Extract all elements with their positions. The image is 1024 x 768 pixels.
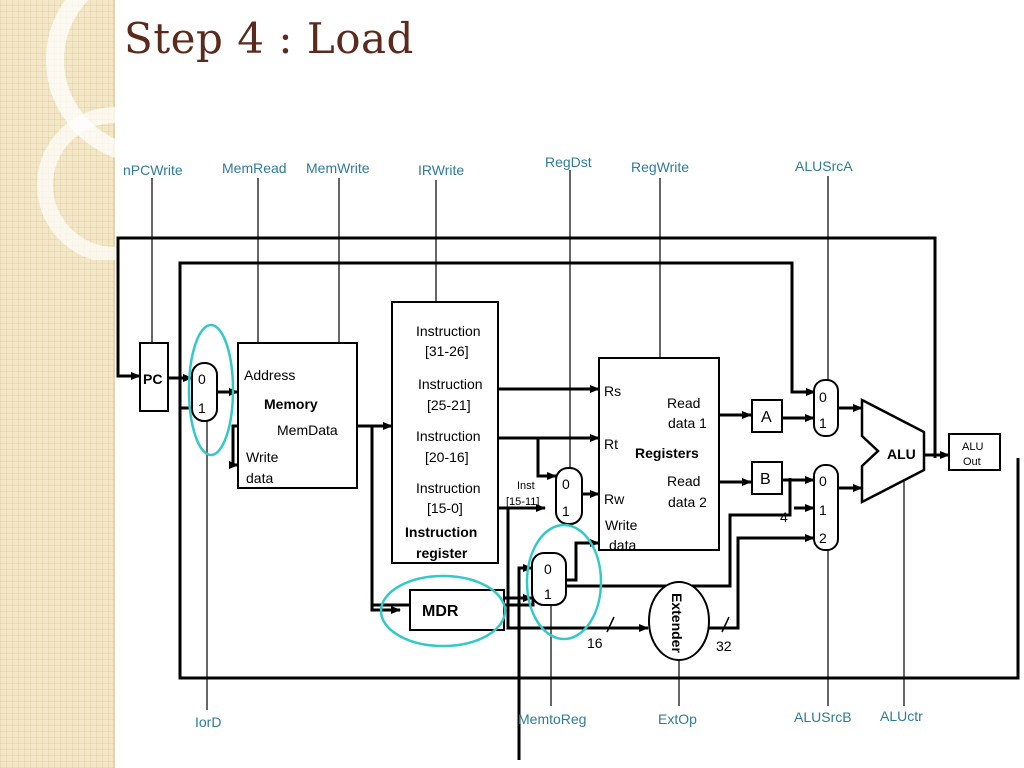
- memtoreg-mux-1: 1: [544, 586, 552, 602]
- memtoreg-mux-0: 0: [544, 561, 552, 577]
- memory-name-label: Memory: [264, 396, 318, 412]
- register-file: [598, 357, 720, 551]
- ir-field-3-bits: [20-16]: [425, 449, 469, 465]
- regdst-mux-1: 1: [562, 503, 570, 519]
- ir-name-line1: Instruction: [405, 524, 477, 540]
- alusrcb-mux-0: 0: [819, 473, 827, 489]
- reg-read-1-label: Read: [667, 395, 700, 411]
- alu-out-register: [948, 433, 1001, 471]
- reg-rw-label: Rw: [604, 491, 625, 507]
- reg-read-2-label: Read: [667, 473, 700, 489]
- alu-block: [860, 397, 926, 505]
- reg-rt-label: Rt: [604, 436, 618, 452]
- memory-memdata-label: MemData: [277, 422, 338, 438]
- instruction-register: [391, 301, 499, 564]
- alusrcb-mux-2: 2: [819, 530, 827, 546]
- memory-address-label: Address: [244, 367, 295, 383]
- pc-register: [139, 342, 169, 412]
- mdr-register: [409, 589, 505, 631]
- bus-width-32-label: 32: [716, 638, 732, 654]
- alu-label: ALU: [887, 446, 916, 462]
- signal-memread: MemRead: [222, 160, 287, 176]
- ir-field-4-label: Instruction: [416, 480, 481, 496]
- bus-width-16-label: 16: [587, 635, 603, 651]
- bus-width-slash-16: [606, 616, 615, 633]
- alusrca-mux-1: 1: [819, 415, 827, 431]
- reg-read-data-1-label: data 1: [668, 415, 707, 431]
- reg-read-data-2-label: data 2: [668, 494, 707, 510]
- ir-field-2-label: Instruction: [418, 376, 483, 392]
- mdr-label: MDR: [422, 603, 459, 620]
- alu-out-label-1: ALU: [962, 441, 983, 453]
- signal-aluctr: ALUctr: [880, 708, 923, 724]
- memtoreg-mux-highlight: [525, 523, 603, 641]
- b-register-label: B: [760, 471, 771, 488]
- signal-memtoreg: MemtoReg: [518, 711, 586, 727]
- reg-rs-label: Rs: [604, 383, 621, 399]
- iord-mux-1: 1: [198, 400, 206, 416]
- ir-field-4-bits: [15-0]: [427, 500, 463, 516]
- sidebar-edge: [113, 0, 115, 768]
- alu-out-label-2: Out: [963, 456, 981, 468]
- inst-label: Inst: [517, 480, 535, 492]
- iord-mux-highlight: [187, 323, 235, 457]
- signal-iord: IorD: [195, 714, 221, 730]
- slide-title: Step 4 : Load: [124, 14, 414, 63]
- a-register-label: A: [761, 409, 772, 426]
- signal-extop: ExtOp: [658, 711, 697, 727]
- ir-field-1-bits: [31-26]: [425, 343, 469, 359]
- reg-write-data-label: data: [609, 537, 636, 553]
- ir-name-line2: register: [416, 545, 468, 561]
- b-register: [751, 461, 783, 495]
- extender-label: Extender: [669, 593, 685, 653]
- signal-alusrca: ALUSrcA: [795, 158, 853, 174]
- ir-field-1-label: Instruction: [416, 323, 481, 339]
- iord-mux-0: 0: [198, 371, 206, 387]
- signal-npcwrite: nPCWrite: [123, 162, 183, 178]
- memory-block: [237, 342, 358, 489]
- data-wires: [116, 236, 1020, 760]
- memtoreg-mux: [531, 552, 567, 606]
- signal-regdst: RegDst: [545, 154, 592, 170]
- regdst-mux: [555, 467, 583, 525]
- iord-mux: [191, 362, 218, 422]
- alusrca-mux-0: 0: [819, 389, 827, 405]
- control-lines: [151, 170, 905, 710]
- sign-extender: [648, 581, 710, 661]
- regdst-mux-0: 0: [562, 476, 570, 492]
- registers-name-label: Registers: [635, 445, 699, 461]
- pc-label: PC: [143, 371, 162, 387]
- alusrcb-mux-1: 1: [819, 502, 827, 518]
- a-register: [751, 399, 783, 433]
- ir-field-2-bits: [25-21]: [427, 397, 471, 413]
- alusrca-mux: [813, 379, 839, 437]
- decorative-swirl: [37, 0, 200, 260]
- ir-field-3-label: Instruction: [416, 428, 481, 444]
- signal-memwrite: MemWrite: [306, 160, 370, 176]
- reg-write-label: Write: [605, 517, 638, 533]
- memory-write-data-label: data: [246, 470, 273, 486]
- bus-width-slash-32: [721, 616, 730, 633]
- inst-bits-label: [15-11]: [506, 496, 539, 508]
- constant-four-label: 4: [780, 509, 788, 525]
- memory-write-label: Write: [246, 449, 279, 465]
- signal-alusrcb: ALUSrcB: [794, 709, 852, 725]
- signal-regwrite: RegWrite: [631, 159, 689, 175]
- signal-irwrite: IRWrite: [418, 162, 464, 178]
- alusrcb-mux: [813, 464, 839, 551]
- mdr-highlight: [379, 574, 507, 648]
